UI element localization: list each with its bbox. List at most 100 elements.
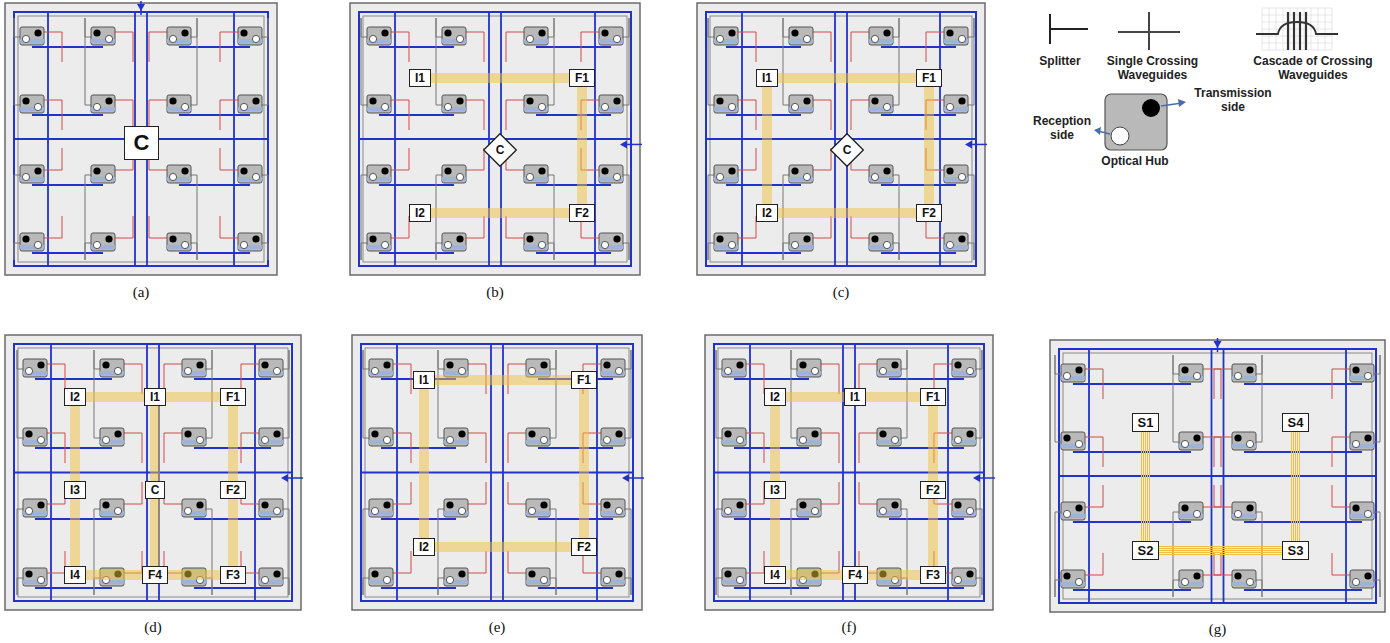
- waveguide-line: [778, 217, 916, 218]
- transmission-dot: [102, 361, 109, 368]
- waveguide-line: [422, 389, 423, 538]
- waveguide: [361, 18, 367, 37]
- reception-dot: [791, 103, 798, 110]
- transmission-dot: [369, 235, 376, 242]
- transmission-dot: [603, 501, 610, 508]
- hub-label: I1: [762, 71, 772, 85]
- optical-hub: [1350, 364, 1374, 382]
- transmission-dot: [1181, 504, 1188, 511]
- waveguide-line: [775, 499, 776, 566]
- waveguide: [1256, 355, 1262, 374]
- waveguide: [361, 175, 367, 260]
- waveguide: [361, 18, 367, 105]
- reception-dot: [728, 241, 735, 248]
- reception-dot: [736, 436, 743, 443]
- grid-line: [1262, 29, 1332, 30]
- transmission-dot: [613, 97, 620, 104]
- reception-dot: [728, 103, 735, 110]
- transmission-dot: [871, 97, 878, 104]
- optical-hub: [1179, 432, 1203, 450]
- waveguide-line: [426, 389, 427, 538]
- input-arrow: [622, 474, 629, 482]
- waveguide: [550, 578, 556, 595]
- waveguide-line: [866, 393, 920, 394]
- waveguide: [508, 433, 526, 463]
- reception-dot: [540, 576, 547, 583]
- transmission-dot: [603, 361, 610, 368]
- transmission-dot: [716, 235, 723, 242]
- waveguide-line: [77, 406, 78, 481]
- waveguide-line: [431, 217, 569, 218]
- transmission-dot: [1075, 366, 1082, 373]
- waveguide-line: [428, 389, 429, 538]
- hub-box: S1: [1132, 413, 1159, 432]
- transmission-dot: [446, 361, 453, 368]
- transmission-dot: [728, 29, 735, 36]
- optical-hub: [23, 359, 47, 377]
- optical-hub: [367, 165, 391, 183]
- reception-dot: [37, 436, 44, 443]
- waveguide-bundle: [868, 571, 920, 579]
- optical-hub: [944, 27, 968, 45]
- waveguide: [32, 46, 103, 48]
- waveguide: [821, 551, 839, 573]
- transmission-dot: [446, 501, 453, 508]
- hub-box: F2: [569, 204, 595, 222]
- optical-hub: [869, 95, 893, 113]
- optical-hub: [526, 568, 550, 586]
- transmission-dot: [538, 29, 545, 36]
- legend-text: Optical Hub: [1085, 154, 1185, 168]
- leader-arrow: [1094, 127, 1101, 135]
- optical-hub: [369, 499, 393, 517]
- waveguide-line: [157, 499, 158, 566]
- waveguide: [1085, 485, 1103, 507]
- waveguide: [85, 18, 91, 105]
- waveguide: [94, 578, 100, 595]
- waveguide-line: [786, 579, 842, 580]
- hub-label: F3: [926, 568, 940, 582]
- optical-hub: [944, 95, 968, 113]
- hub-box: I2: [413, 538, 435, 556]
- reception-dot: [615, 507, 622, 514]
- hub-box: I2: [409, 204, 431, 222]
- reception-dot: [444, 103, 451, 110]
- waveguide-line: [935, 406, 936, 481]
- waveguide-line: [933, 87, 934, 204]
- reception-dot: [93, 103, 100, 110]
- waveguide: [738, 148, 756, 170]
- hub-box: F2: [220, 481, 246, 499]
- reception-dot: [456, 35, 463, 42]
- waveguide-line: [769, 87, 770, 204]
- reception-dot: [1364, 372, 1371, 379]
- waveguide: [1073, 451, 1191, 453]
- waveguide: [538, 518, 613, 520]
- waveguide: [1214, 485, 1232, 507]
- waveguide: [893, 18, 899, 37]
- waveguide-line: [778, 74, 916, 75]
- hub-label: C: [496, 143, 505, 157]
- hub-label: I2: [70, 390, 80, 404]
- waveguide-line: [435, 384, 571, 385]
- optical-hub: [952, 428, 976, 446]
- hub-label: I2: [419, 540, 429, 554]
- waveguide: [1055, 355, 1061, 374]
- reception-dot: [371, 507, 378, 514]
- waveguide: [1203, 553, 1221, 575]
- optical-hub: [789, 233, 813, 251]
- waveguide: [746, 551, 764, 573]
- hub-box: I2: [64, 388, 86, 406]
- waveguide-line: [435, 378, 571, 379]
- optical-hub: [91, 27, 115, 45]
- waveguide: [548, 18, 554, 105]
- waveguide-bundle: [431, 209, 569, 217]
- panel-ground: [352, 335, 642, 610]
- hub-box: F2: [571, 538, 597, 556]
- transmission-dot: [716, 97, 723, 104]
- panel-caption: (d): [5, 619, 301, 636]
- waveguide-line: [435, 382, 571, 383]
- transmission-dot: [1352, 504, 1359, 511]
- waveguide: [466, 216, 484, 238]
- waveguide-line: [931, 87, 932, 204]
- waveguide: [468, 551, 486, 573]
